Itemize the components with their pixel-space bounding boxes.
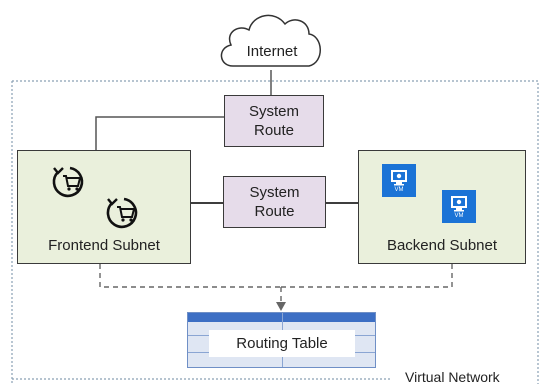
routing-table: Routing Table [187, 312, 376, 368]
dashed-backend-line [281, 264, 453, 288]
routing-table-label: Routing Table [236, 335, 328, 352]
cloud-icon [220, 14, 321, 67]
internet-label: Internet [246, 42, 298, 60]
cart-refresh-icon [106, 197, 138, 229]
frontend-subnet [17, 150, 191, 264]
cart-refresh-icon [52, 166, 84, 198]
system-route-top: System Route [224, 95, 324, 147]
routing-table-header [188, 313, 375, 322]
top-route-frontend-line [95, 116, 224, 150]
system-route-middle-line2: Route [254, 203, 295, 220]
virtual-network-boundary [11, 80, 539, 384]
routing-table-label-box: Routing Table [209, 330, 355, 357]
vm-badge: VM [454, 213, 464, 219]
virtual-network-label: Virtual Network [405, 369, 500, 385]
frontend-subnet-label: Frontend Subnet [48, 236, 160, 254]
vm-monitor-icon: VM [382, 164, 416, 197]
system-route-middle: System Route [223, 176, 326, 228]
vm-monitor-icon: VM [442, 190, 476, 223]
vm-badge: VM [394, 187, 404, 193]
arrow-head [276, 302, 286, 311]
system-route-top-line1: System [248, 103, 299, 120]
backend-subnet-label: Backend Subnet [386, 236, 498, 254]
dashed-frontend-line [99, 264, 281, 288]
system-route-top-line2: Route [253, 122, 295, 139]
system-route-middle-line1: System [249, 184, 300, 201]
